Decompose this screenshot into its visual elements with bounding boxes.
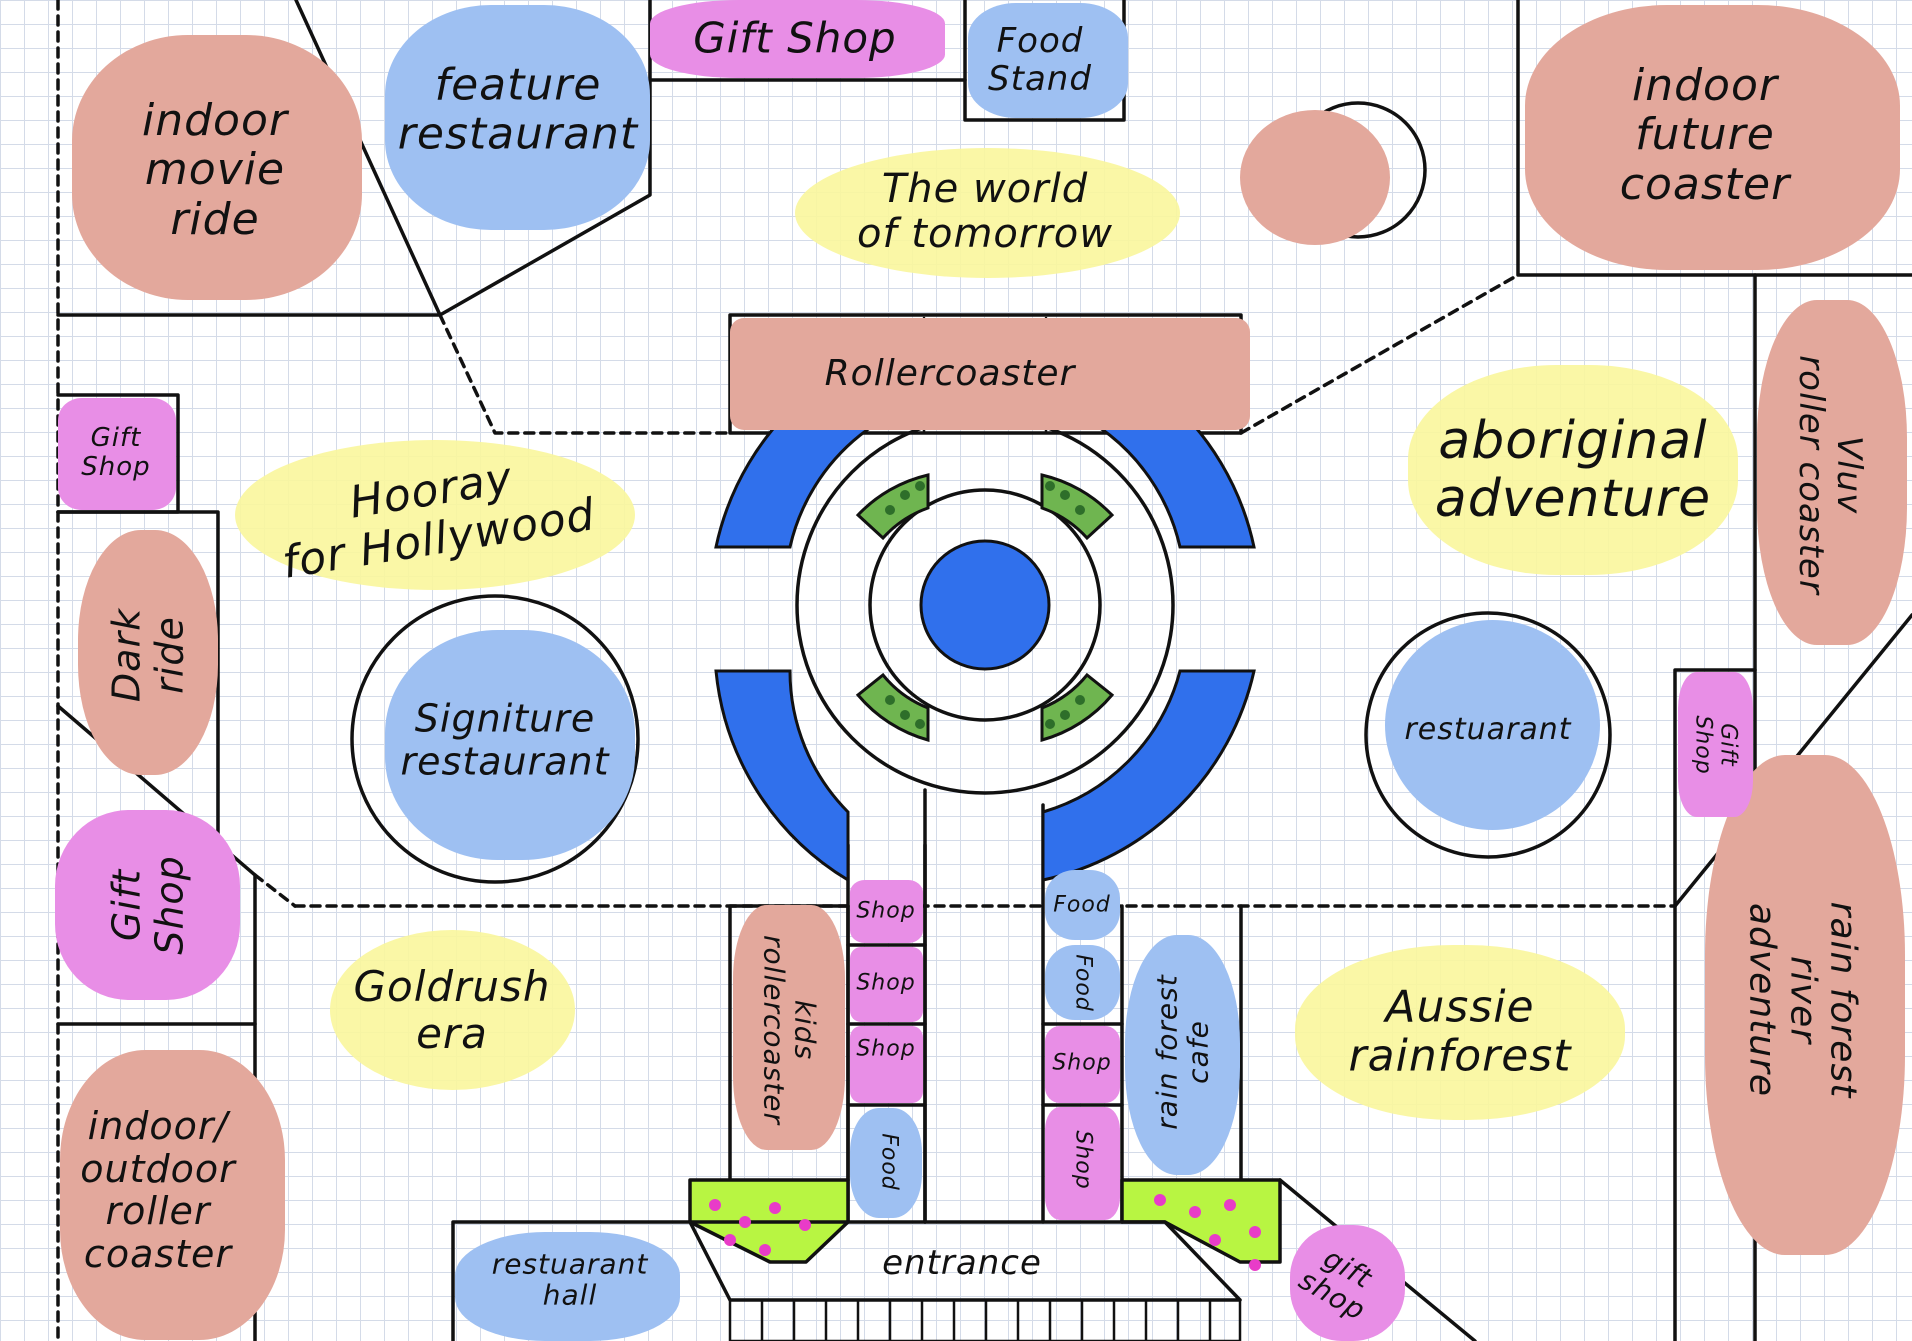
shop-label-shop-2[interactable]: Shop: [856, 970, 916, 996]
area-highlight-goldrush: [330, 930, 575, 1090]
ride-label-kids-rollercoaster[interactable]: kids rollercoaster: [757, 935, 822, 1125]
food-highlight-signature: [385, 630, 635, 860]
food-highlight-food-right-2: [1045, 945, 1120, 1020]
food-label-food-stand[interactable]: Food Stand: [988, 20, 1092, 99]
food-highlight-rainforest-cafe: [1125, 935, 1240, 1175]
shop-highlight-gift-shop-left-1: [58, 398, 176, 510]
ride-highlight-indoor-future-coaster: [1525, 5, 1900, 270]
ride-label-vluv-roller-coaster[interactable]: Vluv roller coaster: [1791, 355, 1870, 595]
ride-label-indoor-future-coaster[interactable]: indoor future coaster: [1619, 60, 1791, 210]
shop-highlight-shop-1: [850, 880, 923, 943]
food-highlight-feature-restaurant: [385, 5, 650, 230]
shop-highlight-gift-shop-bottom-right: [1290, 1225, 1405, 1341]
area-label-aboriginal-adventure[interactable]: aboriginal adventure: [1434, 410, 1712, 529]
shop-label-gift-shop-top[interactable]: Gift Shop: [693, 13, 897, 63]
area-highlight-world-of-tomorrow: [795, 148, 1180, 278]
lake-lower-right-arc: [1041, 669, 1256, 882]
shop-highlight-gift-shop-left-2: [55, 810, 240, 1000]
garden-bed-sw: [855, 672, 930, 742]
shop-highlight-shop-3: [850, 1026, 923, 1103]
ride-highlight-indoor-movie: [72, 35, 362, 300]
food-highlight-food-stand: [968, 3, 1128, 118]
shop-highlight-shop-right-1: [1045, 1026, 1120, 1103]
shop-label-gift-shop-right-1[interactable]: Gift Shop: [1691, 715, 1741, 775]
food-label-rainforest-cafe[interactable]: rain forest cafe: [1150, 974, 1215, 1130]
food-label-food-right-1[interactable]: Food: [1053, 892, 1111, 918]
food-highlight-restaurant-hall: [455, 1232, 680, 1341]
area-label-goldrush-era[interactable]: Goldrush era: [353, 961, 551, 1058]
ride-highlight-rainforest-river: [1705, 755, 1905, 1255]
shop-label-gift-shop-left-1[interactable]: Gift Shop: [81, 422, 151, 482]
ride-label-indoor-movie-ride[interactable]: indoor movie ride: [142, 95, 288, 245]
shop-label-shop-1[interactable]: Shop: [856, 898, 916, 924]
shop-highlight-shop-2: [850, 947, 923, 1022]
ride-label-rollercoaster[interactable]: Rollercoaster: [824, 352, 1076, 394]
ride-label-indoor-outdoor-coaster[interactable]: indoor/ outdoor roller coaster: [80, 1103, 236, 1276]
food-highlight-food-right-1: [1045, 870, 1120, 940]
shop-label-shop-right-2[interactable]: Shop: [1070, 1130, 1096, 1190]
ride-highlight-kids-ride: [1240, 110, 1390, 245]
garden-bed-se: [1040, 672, 1115, 742]
food-label-restaurant-hall[interactable]: restuarant hall: [491, 1247, 649, 1312]
ride-highlight-kids-rollercoaster: [733, 905, 845, 1150]
lake-lower-left-arc: [714, 669, 850, 883]
area-highlight-hollywood: [235, 440, 635, 590]
shop-label-gift-shop-left-2[interactable]: Gift Shop: [104, 855, 191, 955]
entrance-label[interactable]: entrance: [882, 1242, 1042, 1283]
shop-highlight-shop-right-2: [1045, 1107, 1120, 1220]
ride-label-dark-ride[interactable]: Dark ride: [104, 607, 191, 703]
food-highlight-food-left: [850, 1108, 922, 1218]
central-fountain: [919, 539, 1051, 671]
area-highlight-aboriginal: [1408, 365, 1738, 575]
food-highlight-restaurant-right: [1385, 620, 1600, 830]
area-highlight-rainforest: [1295, 945, 1625, 1120]
ride-highlight-indoor-outdoor-coaster: [60, 1050, 285, 1340]
food-label-food-left[interactable]: Food: [876, 1133, 902, 1191]
ride-label-rainforest-river[interactable]: rain forest river adventure: [1741, 901, 1864, 1099]
food-label-signature-restaurant[interactable]: Signiture restaurant: [400, 696, 610, 783]
food-label-restaurant-right[interactable]: restuarant: [1404, 712, 1572, 748]
ride-highlight-rollercoaster: [730, 318, 1250, 430]
food-label-feature-restaurant[interactable]: feature restaurant: [397, 59, 639, 160]
area-label-aussie-rainforest[interactable]: Aussie rainforest: [1348, 981, 1572, 1082]
shop-highlight-gift-shop-right-1: [1678, 672, 1753, 817]
shop-highlight-gift-shop-top: [650, 0, 945, 78]
food-label-food-right-2[interactable]: Food: [1070, 954, 1096, 1012]
ride-highlight-dark-ride: [78, 530, 218, 775]
area-label-world-of-tomorrow[interactable]: The world of tomorrow: [857, 166, 1113, 257]
shop-label-shop-3[interactable]: Shop: [856, 1036, 916, 1062]
shop-label-shop-right-1[interactable]: Shop: [1052, 1050, 1112, 1076]
ride-highlight-vluv: [1757, 300, 1907, 645]
